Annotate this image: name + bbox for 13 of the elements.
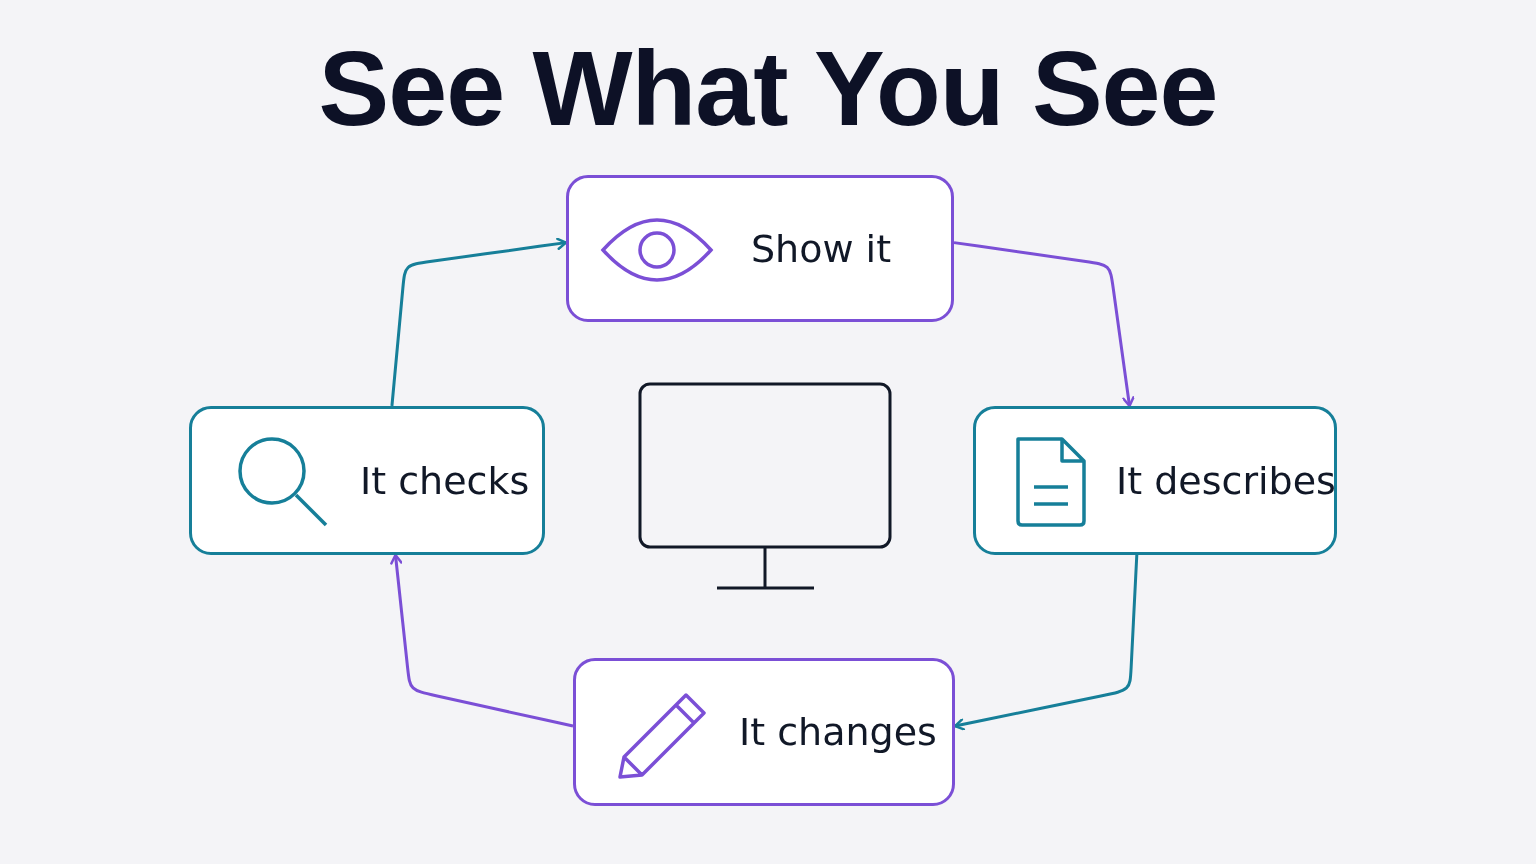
step-label: It changes — [739, 710, 937, 754]
process-box — [566, 175, 954, 322]
arrow — [953, 554, 1139, 731]
step-label: Show it — [751, 226, 892, 271]
title: See What You See — [317, 28, 1219, 149]
step-label: It checks — [360, 458, 530, 503]
process-box — [189, 406, 545, 555]
arrow — [953, 241, 1135, 408]
process-box — [573, 658, 955, 806]
process-box — [973, 406, 1337, 555]
arrow — [390, 237, 568, 407]
arrow — [390, 553, 574, 728]
step-label: It describes — [1116, 458, 1336, 503]
